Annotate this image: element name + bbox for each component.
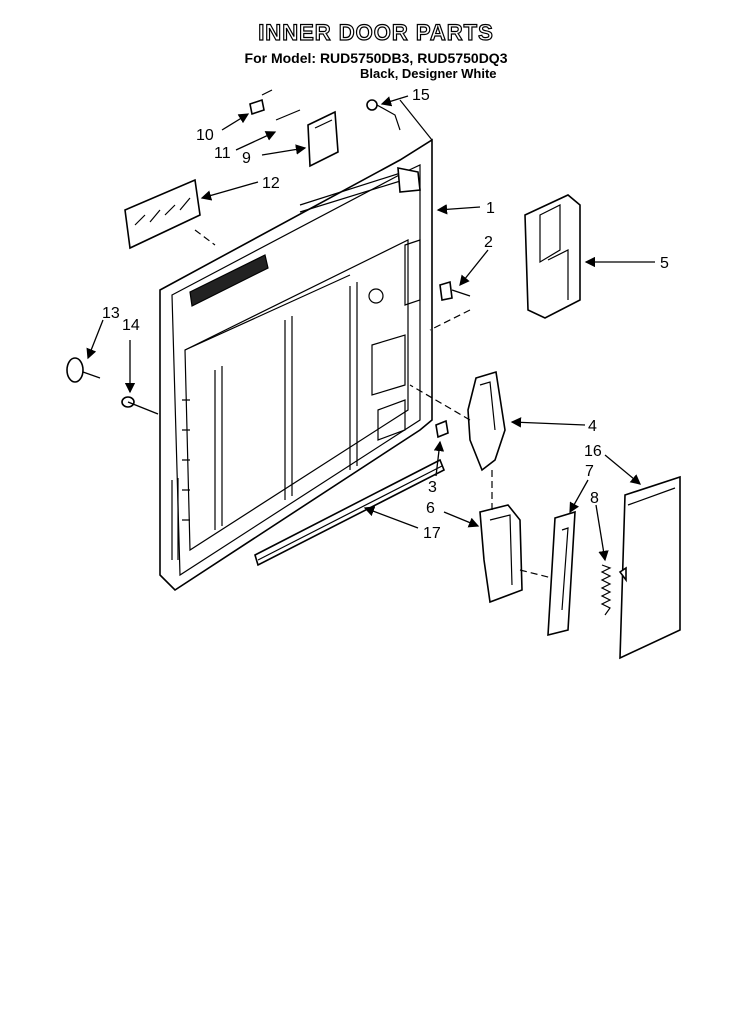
callout-14: 14 (122, 317, 140, 334)
latch-housing (524, 194, 581, 319)
model-numbers: For Model: RUD5750DB3, RUD5750DQ3 (244, 50, 508, 66)
screw-2 (429, 280, 471, 331)
callout-13: 13 (102, 305, 120, 322)
callout-7: 7 (585, 463, 594, 480)
callout-15: 15 (412, 87, 430, 104)
spring (600, 564, 612, 616)
screw-10 (249, 89, 273, 116)
nut-14 (121, 396, 135, 408)
page-title: INNER DOOR PARTS (258, 19, 494, 45)
latch-arm (409, 370, 506, 472)
side-cover-panel (618, 475, 681, 660)
dispenser-cover (307, 110, 339, 168)
vent-handle (124, 178, 216, 250)
callout-11: 11 (214, 145, 231, 162)
callout-3: 3 (428, 479, 437, 496)
callout-2: 2 (484, 234, 493, 251)
bottom-strip (254, 458, 446, 567)
knob-13 (66, 357, 101, 383)
leader-lines (86, 95, 655, 562)
inner-door-panel (159, 99, 433, 592)
pin-11 (275, 109, 301, 121)
latch-body (479, 470, 561, 604)
screw-15 (366, 99, 401, 131)
callout-10: 10 (196, 127, 214, 144)
callout-17: 17 (423, 525, 441, 542)
color-variants: Black, Designer White (360, 66, 497, 81)
callout-16: 16 (584, 443, 602, 460)
callout-5: 5 (660, 255, 669, 272)
callout-12: 12 (262, 175, 280, 192)
callout-6: 6 (426, 500, 435, 517)
callout-labels: 1 2 3 4 5 6 7 8 9 10 11 12 13 14 15 16 1… (102, 87, 669, 542)
callout-8: 8 (590, 490, 599, 507)
callout-4: 4 (588, 418, 597, 435)
slide-bar (547, 510, 576, 637)
clip-3 (435, 419, 449, 439)
callout-1: 1 (486, 200, 495, 217)
callout-9: 9 (242, 150, 251, 167)
